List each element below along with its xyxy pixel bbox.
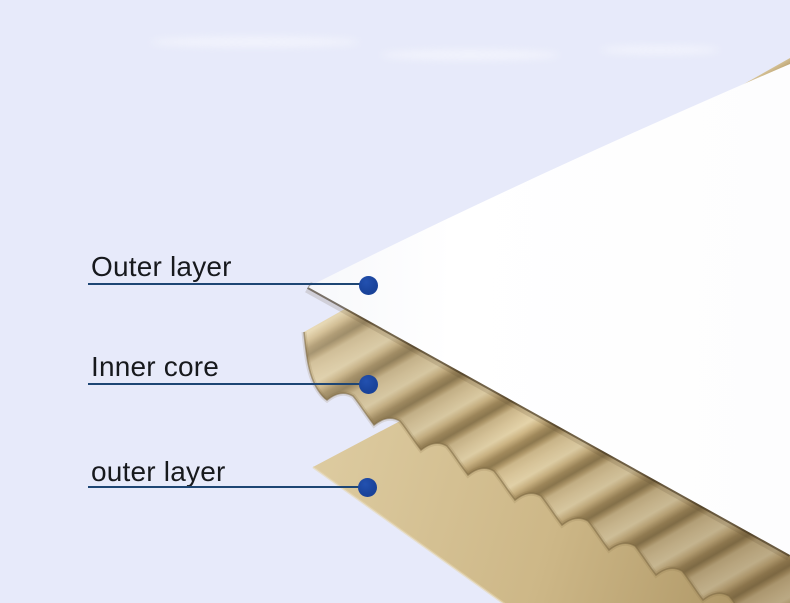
outer-layer-bottom-anchor-dot — [358, 478, 377, 497]
flute-edge-line — [303, 331, 736, 603]
inner-core-leader-line — [88, 383, 368, 385]
inner-core-anchor-dot — [359, 375, 378, 394]
outer-layer-bottom-leader-line — [88, 486, 367, 488]
outer-layer-bottom-label: outer layer — [91, 456, 226, 487]
outer-layer-top-label: Outer layer — [91, 251, 232, 282]
outer-layer-top-anchor-dot — [359, 276, 378, 295]
top-white-sheet — [308, 64, 790, 555]
bottom-liner-edge-highlight — [312, 465, 506, 603]
inner-core-label: Inner core — [91, 351, 220, 382]
faint-top-wisps — [150, 37, 720, 60]
outer-layer-top-leader-line — [88, 283, 368, 285]
